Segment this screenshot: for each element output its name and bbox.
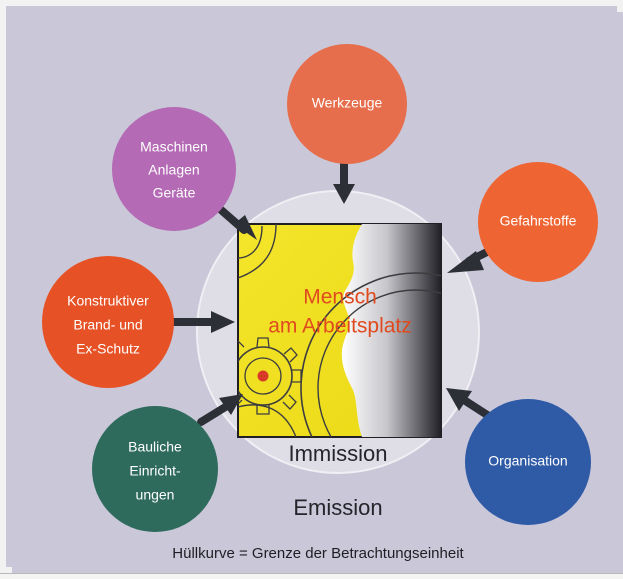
node-gefahrstoffe: Gefahrstoffe xyxy=(478,162,598,282)
geraete-label: Geräte xyxy=(153,185,196,201)
emission-label: Emission xyxy=(293,495,382,520)
arrow-werkzeuge xyxy=(333,184,355,204)
gear-outline-upper-left xyxy=(238,224,277,279)
node-werkzeuge: Werkzeuge xyxy=(287,44,407,164)
gear-outline-top-left xyxy=(238,225,263,259)
anlagen-label: Anlagen xyxy=(148,162,199,178)
node-maschinen-anlagen-geraete: Maschinen Anlagen Geräte xyxy=(112,107,236,231)
arrow-gefahrstoffe xyxy=(447,251,484,273)
arrow-maschinen xyxy=(234,215,257,240)
einricht-label: Einricht- xyxy=(129,463,181,479)
bauliche-circle xyxy=(92,406,218,532)
ex-schutz-label: Ex-Schutz xyxy=(76,341,140,357)
immission-label: Immission xyxy=(288,441,387,466)
ungen-label: ungen xyxy=(136,487,175,503)
caption: Hüllkurve = Grenze der Betrachtungseinhe… xyxy=(172,545,464,562)
influence-nodes: Werkzeuge Maschinen Anlagen Geräte Gefah… xyxy=(42,44,598,532)
werkzeuge-label: Werkzeuge xyxy=(312,95,383,111)
center-title-line-2: am Arbeitsplatz xyxy=(268,315,412,338)
maschinen-label: Maschinen xyxy=(140,139,208,155)
konstruktiver-circle xyxy=(42,256,174,388)
node-konstruktiver-brand-und-ex-schutz: Konstruktiver Brand- und Ex-Schutz xyxy=(42,256,174,388)
maschinen-circle xyxy=(112,107,236,231)
bauliche-label: Bauliche xyxy=(128,439,182,455)
large-gear-arc xyxy=(300,272,441,437)
arrow-konstruktiv xyxy=(211,311,235,333)
arrow-bauliche xyxy=(219,394,243,415)
head-silhouette xyxy=(341,224,441,437)
node-bauliche-einrichtungen: Bauliche Einricht- ungen xyxy=(92,406,218,532)
organisation-label: Organisation xyxy=(488,453,567,469)
brand-und-label: Brand- und xyxy=(73,317,142,333)
workplace-diagram: Mensch am Arbeitsplatz Werkzeuge xyxy=(12,12,623,573)
node-organisation: Organisation xyxy=(465,399,591,525)
gefahrstoffe-label: Gefahrstoffe xyxy=(500,213,577,229)
werkzeuge-circle xyxy=(287,44,407,164)
gear-outline-bottom-left xyxy=(238,404,297,437)
large-gear-inner-arc xyxy=(317,289,441,437)
organisation-circle xyxy=(465,399,591,525)
gefahrstoffe-circle xyxy=(478,162,598,282)
workplace-panel: Mensch am Arbeitsplatz xyxy=(237,223,442,438)
konstruktiver-label: Konstruktiver xyxy=(67,293,149,309)
small-gear-red-center xyxy=(257,370,269,382)
arrow-organisation xyxy=(446,388,472,411)
center-title-line-1: Mensch xyxy=(303,286,377,309)
small-gear xyxy=(238,337,302,415)
